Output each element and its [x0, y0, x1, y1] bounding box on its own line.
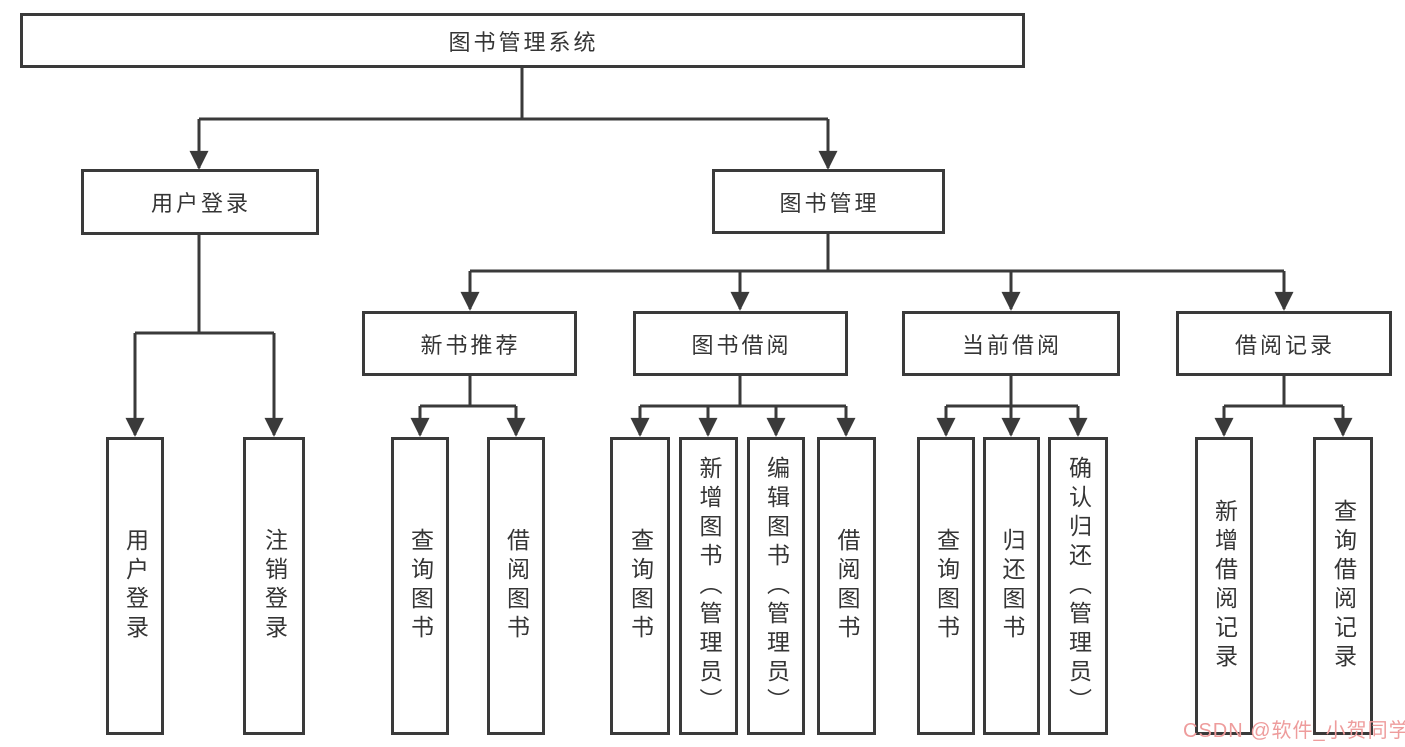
node-label: 借阅图书	[503, 528, 530, 644]
node-label: 归还图书	[999, 528, 1025, 644]
node-label: 图书管理系统	[448, 29, 599, 55]
node-library-management-system: 图书管理系统	[20, 13, 1025, 68]
node-label: 用户登录	[122, 528, 149, 644]
node-user-login: 用户登录	[81, 169, 319, 235]
node-current-borrowing: 当前借阅	[902, 311, 1120, 376]
node-label: 图书借阅	[691, 332, 792, 358]
node-label: 图书管理	[779, 190, 880, 216]
node-label: 新增图书（管理员）	[696, 455, 722, 717]
leaf-recommend-query-books: 查询图书	[391, 437, 449, 735]
leaf-borrowing-borrow-books: 借阅图书	[817, 437, 876, 735]
node-label: 查询图书	[933, 528, 960, 644]
leaf-records-query-borrow-record: 查询借阅记录	[1313, 437, 1373, 735]
leaf-current-return-books: 归还图书	[983, 437, 1040, 735]
node-label: 查询图书	[627, 528, 654, 644]
node-book-management: 图书管理	[712, 169, 945, 234]
node-label: 当前借阅	[961, 332, 1062, 358]
node-label: 确认归还（管理员）	[1065, 455, 1092, 717]
leaf-login-user-login: 用户登录	[106, 437, 164, 735]
node-label: 借阅图书	[834, 528, 860, 644]
leaf-borrowing-add-books-admin: 新增图书（管理员）	[679, 437, 738, 735]
node-borrowing-records: 借阅记录	[1176, 311, 1392, 376]
leaf-current-confirm-return-admin: 确认归还（管理员）	[1048, 437, 1108, 735]
leaf-current-query-books: 查询图书	[917, 437, 975, 735]
node-label: 用户登录	[150, 191, 251, 216]
csdn-watermark: CSDN @软件_小贺同学	[1183, 720, 1405, 742]
node-book-borrowing: 图书借阅	[633, 311, 848, 376]
node-label: 注销登录	[261, 528, 288, 644]
node-label: 查询图书	[407, 528, 434, 644]
node-label: 借阅记录	[1234, 332, 1335, 358]
leaf-borrowing-query-books: 查询图书	[610, 437, 670, 735]
node-new-book-recommend: 新书推荐	[362, 311, 577, 376]
leaf-recommend-borrow-books: 借阅图书	[487, 437, 545, 735]
node-label: 新增借阅记录	[1211, 499, 1238, 673]
leaf-records-add-borrow-record: 新增借阅记录	[1195, 437, 1253, 735]
node-label: 查询借阅记录	[1330, 499, 1357, 673]
node-label: 编辑图书（管理员）	[763, 455, 790, 717]
leaf-login-logout: 注销登录	[243, 437, 305, 735]
node-label: 新书推荐	[420, 332, 521, 358]
leaf-borrowing-edit-books-admin: 编辑图书（管理员）	[747, 437, 805, 735]
